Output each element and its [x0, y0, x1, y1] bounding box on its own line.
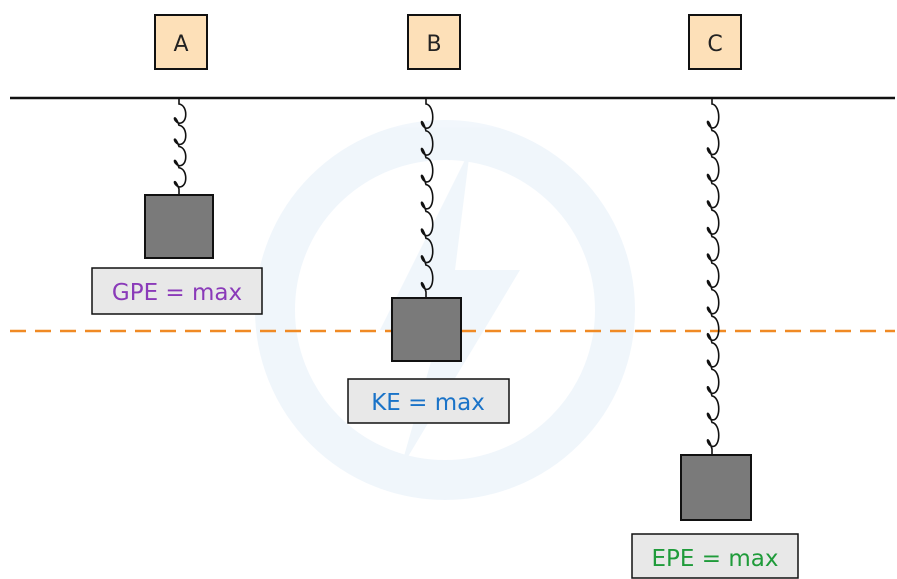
mass-c	[680, 454, 752, 521]
label-box-b: B	[407, 14, 461, 70]
energy-label-c: EPE = max	[652, 546, 779, 572]
energy-label-a: GPE = max	[112, 280, 242, 306]
label-a-text: A	[173, 32, 188, 57]
label-box-c: C	[688, 14, 742, 70]
energy-box-a: GPE = max	[91, 267, 263, 315]
energy-box-b: KE = max	[347, 378, 510, 424]
spring-b	[420, 98, 434, 298]
label-box-a: A	[154, 14, 208, 70]
label-c-text: C	[707, 32, 722, 57]
spring-c	[706, 98, 720, 455]
energy-label-b: KE = max	[371, 390, 485, 416]
mass-b	[391, 297, 462, 362]
label-b-text: B	[426, 32, 441, 57]
mass-a	[144, 194, 214, 259]
spring-a	[173, 98, 187, 195]
energy-box-c: EPE = max	[631, 533, 799, 579]
